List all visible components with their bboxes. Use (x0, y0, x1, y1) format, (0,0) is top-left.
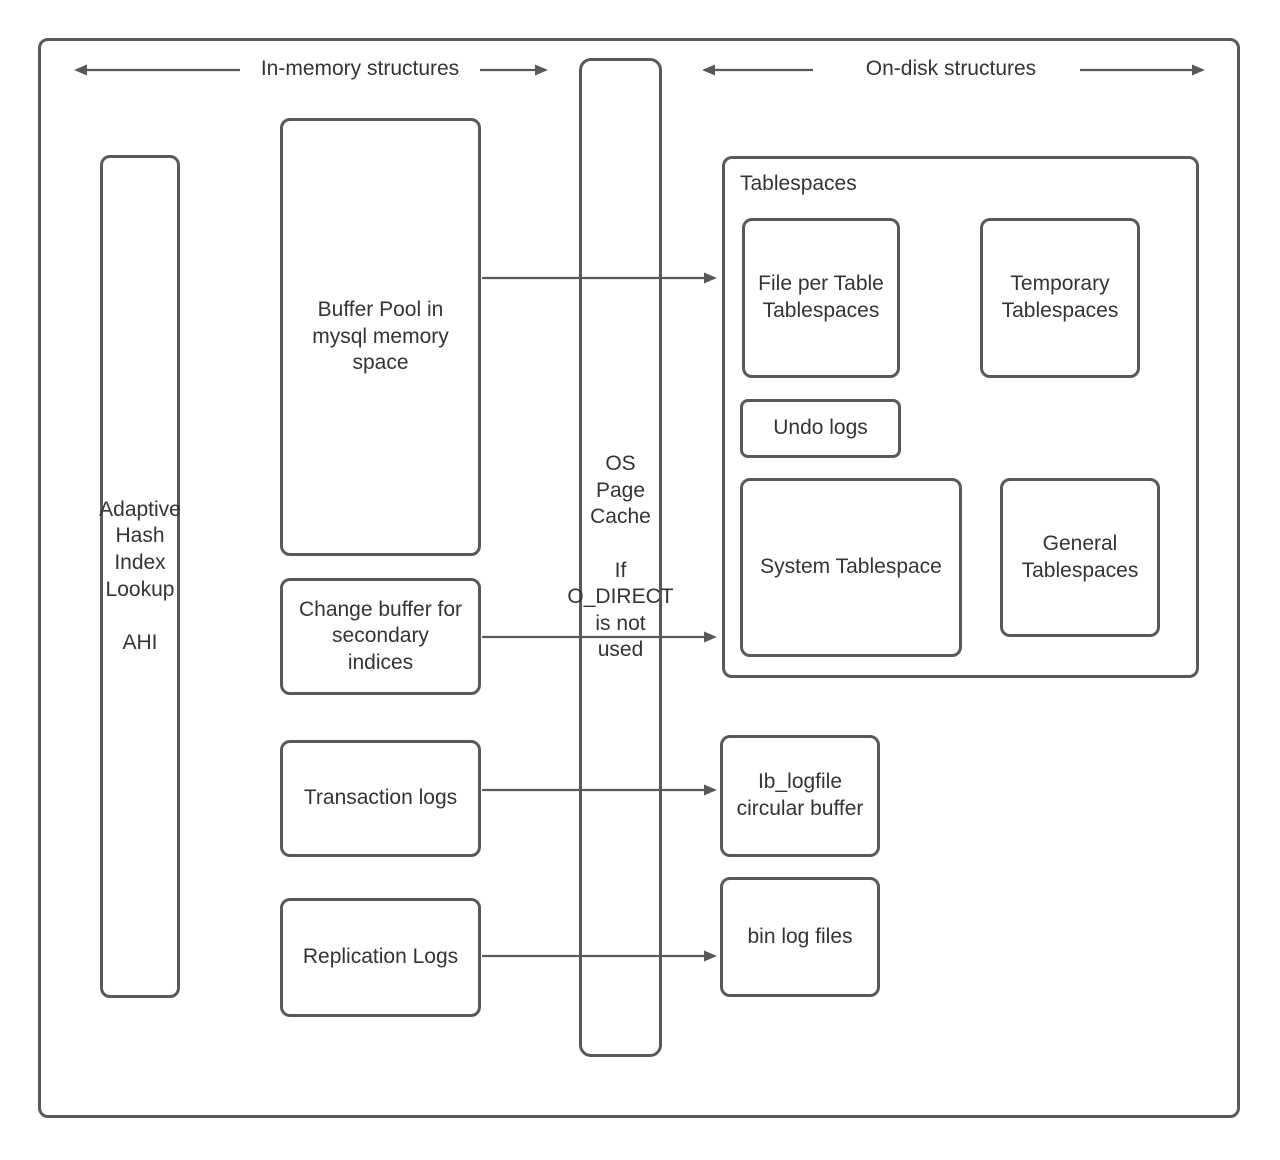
node-temporary-tablespaces: Temporary Tablespaces (980, 218, 1140, 378)
node-general-tablespaces: General Tablespaces (1000, 478, 1160, 637)
node-undo-logs: Undo logs (740, 399, 901, 458)
node-ib-logfile-circular-buffer: Ib_logfile circular buffer (720, 735, 880, 857)
on-disk-structures-label: On-disk structures (865, 57, 1037, 80)
node-system-tablespace: System Tablespace (740, 478, 962, 657)
in-memory-structures-label: In-memory structures (260, 57, 460, 80)
node-change-buffer: Change buffer for secondary indices (280, 578, 481, 695)
node-transaction-logs: Transaction logs (280, 740, 481, 857)
node-buffer-pool: Buffer Pool in mysql memory space (280, 118, 481, 556)
tablespaces-label: Tablespaces (740, 172, 857, 195)
node-os-page-cache: OS Page Cache If O_DIRECT is not used (567, 58, 674, 1057)
node-bin-log-files: bin log files (720, 877, 880, 997)
node-file-per-table-tablespaces: File per Table Tablespaces (742, 218, 900, 378)
node-adaptive-hash-index: Adaptive Hash Index Lookup AHI (99, 155, 181, 998)
node-replication-logs: Replication Logs (280, 898, 481, 1017)
